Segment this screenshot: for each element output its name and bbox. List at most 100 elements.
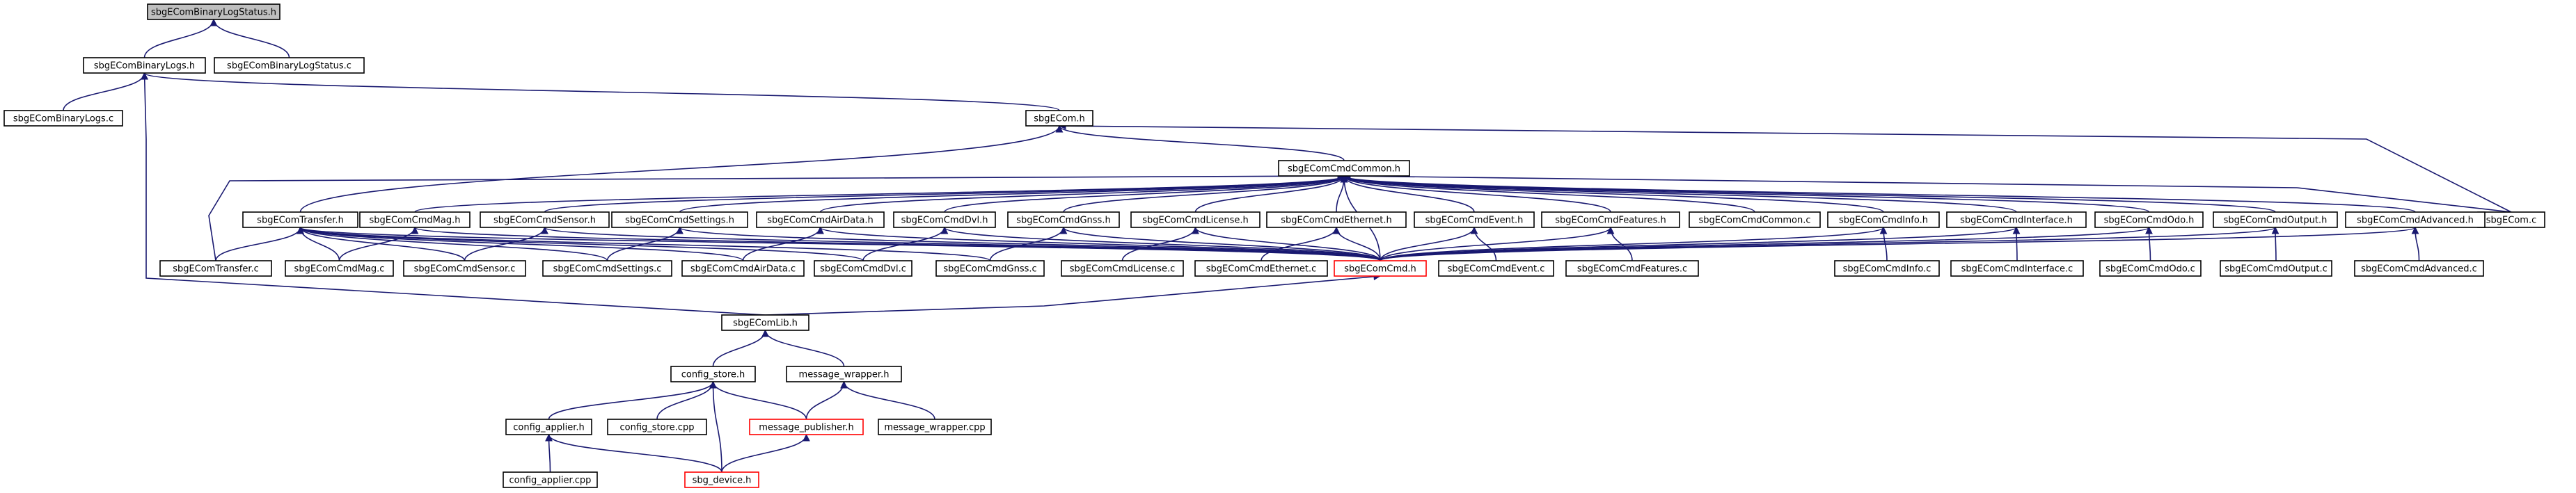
node-sbgecomcmdoutput-c[interactable]: sbgEComCmdOutput.c bbox=[2220, 260, 2332, 277]
node-box bbox=[2213, 211, 2338, 228]
edge-sbgecom-c-to-sbgecomcmdcommon-h bbox=[1343, 175, 2512, 213]
arrowhead-icon bbox=[210, 18, 218, 26]
node-sbg-device-h[interactable]: sbg_device.h bbox=[684, 471, 759, 488]
edge-sbg-device-h-to-message-publisher-h bbox=[721, 434, 807, 473]
edge-sbgecomcmd-h-to-sbgecomcmdadvanced-h bbox=[1380, 227, 2416, 261]
node-sbgecomcmdmag-c[interactable]: sbgEComCmdMag.c bbox=[285, 260, 394, 277]
node-label: sbgEComCmdMag.h bbox=[370, 216, 461, 226]
node-sbgecomcmdsettings-h[interactable]: sbgEComCmdSettings.h bbox=[611, 211, 748, 228]
edge-sbgecomcmd-h-to-sbgecomcmdsettings-h bbox=[679, 227, 1381, 261]
arrowhead-icon bbox=[803, 433, 810, 442]
node-config-applier-h[interactable]: config_applier.h bbox=[505, 419, 592, 435]
node-config-store-cpp[interactable]: config_store.cpp bbox=[607, 419, 707, 435]
node-sbgecombinarylogstatus-h[interactable]: sbgEComBinaryLogStatus.h bbox=[147, 3, 280, 20]
node-sbgecomcmdethernet-c[interactable]: sbgEComCmdEthernet.c bbox=[1194, 260, 1328, 277]
node-sbgecomcmdevent-c[interactable]: sbgEComCmdEvent.c bbox=[1438, 260, 1554, 277]
node-sbgecomcmdinterface-c[interactable]: sbgEComCmdInterface.c bbox=[1950, 260, 2084, 277]
node-label: config_applier.h bbox=[513, 423, 585, 433]
node-sbgecomlib-h[interactable]: sbgEComLib.h bbox=[721, 314, 809, 331]
node-message-wrapper-h[interactable]: message_wrapper.h bbox=[786, 366, 902, 382]
edge-sbg-device-h-to-config-store-h bbox=[712, 381, 722, 473]
node-sbgecomcmdairdata-c[interactable]: sbgEComCmdAirData.c bbox=[681, 260, 805, 277]
node-label: sbgEComCmdAirData.h bbox=[767, 216, 873, 226]
node-label: message_wrapper.h bbox=[799, 370, 890, 380]
node-sbgecom-h[interactable]: sbgECom.h bbox=[1025, 110, 1093, 127]
node-label: sbgEComCmdInfo.c bbox=[1843, 264, 1931, 275]
node-sbgecomcmdinterface-h[interactable]: sbgEComCmdInterface.h bbox=[1946, 211, 2087, 228]
node-sbgecomcmdinfo-c[interactable]: sbgEComCmdInfo.c bbox=[1834, 260, 1940, 277]
node-label: sbg_device.h bbox=[693, 476, 752, 486]
arrowhead-icon bbox=[411, 226, 419, 234]
node-message-publisher-h[interactable]: message_publisher.h bbox=[749, 419, 864, 435]
node-box bbox=[756, 211, 885, 228]
node-sbgecomcmdcommon-c[interactable]: sbgEComCmdCommon.c bbox=[1689, 211, 1821, 228]
arrowhead-icon bbox=[1340, 175, 1348, 183]
node-sbgecomcmdfeatures-h[interactable]: sbgEComCmdFeatures.h bbox=[1541, 211, 1680, 228]
node-sbgecomcmdadvanced-c[interactable]: sbgEComCmdAdvanced.c bbox=[2354, 260, 2484, 277]
node-box bbox=[1950, 260, 2084, 277]
node-sbgecomcmdairdata-h[interactable]: sbgEComCmdAirData.h bbox=[756, 211, 885, 228]
node-sbgecombinarylogs-c[interactable]: sbgEComBinaryLogs.c bbox=[3, 110, 123, 127]
node-sbgecomcmdinfo-h[interactable]: sbgEComCmdInfo.h bbox=[1827, 211, 1940, 228]
edge-config-store-cpp-to-config-store-h bbox=[656, 381, 714, 420]
node-sbgecomcmdodo-h[interactable]: sbgEComCmdOdo.h bbox=[2094, 211, 2204, 228]
node-label: sbgEComCmdOutput.h bbox=[2224, 216, 2328, 226]
edge-sbgecomcmddvl-h-to-sbgecomcmdcommon-h bbox=[944, 175, 1345, 213]
edge-sbgecomtransfer-h-to-sbgecom-h bbox=[299, 125, 1060, 213]
edge-sbgecomcmd-h-to-sbgecomcmdsensor-h bbox=[544, 227, 1381, 261]
node-sbgecom-c[interactable]: sbgECom.c bbox=[2477, 211, 2545, 228]
edge-sbgecomcmdsensor-c-to-sbgecomcmdsensor-h bbox=[464, 227, 546, 261]
edge-sbgecomtransfer-c-to-sbgecomtransfer-h bbox=[215, 227, 301, 261]
node-box bbox=[359, 211, 471, 228]
node-label: config_store.cpp bbox=[620, 423, 695, 433]
node-box bbox=[814, 260, 912, 277]
node-sbgecomtransfer-h[interactable]: sbgEComTransfer.h bbox=[242, 211, 358, 228]
node-label: sbgEComCmdAdvanced.c bbox=[2361, 264, 2477, 275]
node-sbgecomcmdadvanced-h[interactable]: sbgEComCmdAdvanced.h bbox=[2345, 211, 2486, 228]
edge-sbgecom-c-to-sbgecom-h bbox=[1059, 125, 2512, 213]
node-message-wrapper-cpp[interactable]: message_wrapper.cpp bbox=[878, 419, 992, 435]
arrowhead-icon bbox=[840, 380, 848, 389]
edge-sbgecomcmdsettings-h-to-sbgecomcmdcommon-h bbox=[679, 175, 1345, 213]
node-box bbox=[3, 110, 123, 127]
node-sbgecomtransfer-c[interactable]: sbgEComTransfer.c bbox=[159, 260, 272, 277]
node-label: config_store.h bbox=[681, 370, 745, 380]
node-config-applier-cpp[interactable]: config_applier.cpp bbox=[503, 471, 598, 488]
node-sbgecomcmddvl-h[interactable]: sbgEComCmdDvl.h bbox=[893, 211, 996, 228]
node-sbgecomcmdsettings-c[interactable]: sbgEComCmdSettings.c bbox=[542, 260, 672, 277]
node-sbgecomcmddvl-c[interactable]: sbgEComCmdDvl.c bbox=[814, 260, 912, 277]
node-sbgecombinarylogstatus-c[interactable]: sbgEComBinaryLogStatus.c bbox=[214, 57, 365, 74]
arrowhead-icon bbox=[297, 226, 304, 234]
edges-layer bbox=[63, 18, 2512, 473]
node-box bbox=[480, 211, 610, 228]
node-sbgecomcmdmag-h[interactable]: sbgEComCmdMag.h bbox=[359, 211, 471, 228]
node-sbgecomcmdsensor-c[interactable]: sbgEComCmdSensor.c bbox=[403, 260, 526, 277]
node-label: sbgEComCmdEvent.h bbox=[1425, 216, 1524, 226]
node-label: sbgEComCmdInterface.c bbox=[1961, 264, 2073, 275]
edge-sbgecomcmd-h-to-sbgecomcmddvl-h bbox=[944, 227, 1381, 261]
edge-sbgecomcmd-h-to-sbgecomcmdevent-h bbox=[1380, 227, 1475, 261]
node-box bbox=[1194, 260, 1328, 277]
edge-config-applier-h-to-config-store-h bbox=[548, 381, 714, 420]
node-sbgecomcmdlicense-c[interactable]: sbgEComCmdLicense.c bbox=[1061, 260, 1184, 277]
node-sbgecomcmdlicense-h[interactable]: sbgEComCmdLicense.h bbox=[1130, 211, 1261, 228]
node-sbgecomcmdoutput-h[interactable]: sbgEComCmdOutput.h bbox=[2213, 211, 2338, 228]
node-sbgecomcmdsensor-h[interactable]: sbgEComCmdSensor.h bbox=[480, 211, 610, 228]
node-sbgecomcmdgnss-h[interactable]: sbgEComCmdGnss.h bbox=[1007, 211, 1120, 228]
edge-sbgecomcmd-h-to-sbgecomcmdinterface-h bbox=[1380, 227, 2017, 261]
node-sbgecomcmdcommon-h[interactable]: sbgEComCmdCommon.h bbox=[1278, 160, 1410, 177]
node-sbgecomcmd-h[interactable]: sbgEComCmd.h bbox=[1334, 260, 1427, 277]
node-box bbox=[1278, 160, 1410, 177]
node-box bbox=[611, 211, 748, 228]
node-sbgecomcmdevent-h[interactable]: sbgEComCmdEvent.h bbox=[1414, 211, 1535, 228]
node-sbgecombinarylogs-h[interactable]: sbgEComBinaryLogs.h bbox=[83, 57, 206, 74]
edge-sbgecomcmdairdata-c-to-sbgecomtransfer-h bbox=[299, 227, 744, 261]
node-label: sbgECom.c bbox=[2486, 216, 2536, 226]
node-sbgecomcmdodo-c[interactable]: sbgEComCmdOdo.c bbox=[2099, 260, 2202, 277]
node-config-store-h[interactable]: config_store.h bbox=[670, 366, 756, 382]
arrowhead-icon bbox=[2012, 226, 2021, 234]
node-sbgecomcmdfeatures-c[interactable]: sbgEComCmdFeatures.c bbox=[1565, 260, 1699, 277]
node-sbgecomcmdgnss-c[interactable]: sbgEComCmdGnss.c bbox=[935, 260, 1045, 277]
node-sbgecomcmdethernet-h[interactable]: sbgEComCmdEthernet.h bbox=[1266, 211, 1407, 228]
